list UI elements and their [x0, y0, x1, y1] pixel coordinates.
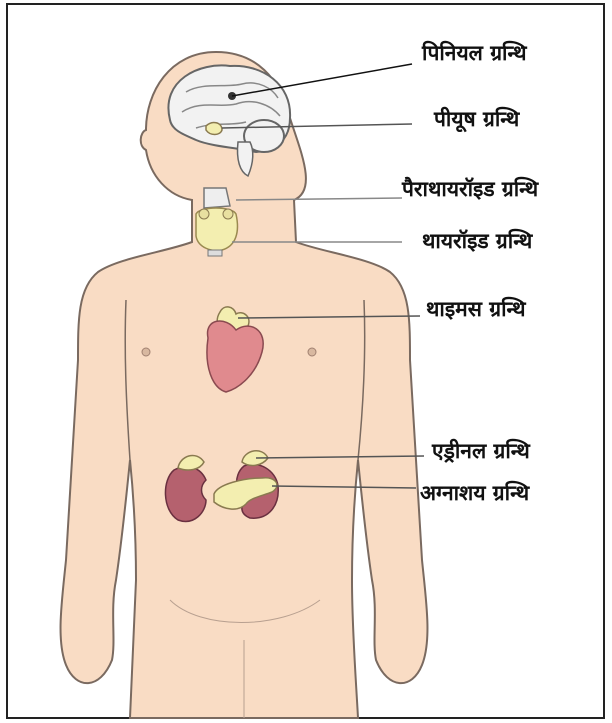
label-parathyroid: पैराथायरॉइड ग्रन्थि [401, 176, 540, 201]
label-adrenal: एड्रीनल ग्रन्थि [431, 438, 531, 463]
label-pineal: पिनियल ग्रन्थि [421, 40, 528, 65]
parathyroid-gland [199, 209, 209, 219]
left-nipple [142, 348, 150, 356]
left-kidney [165, 467, 206, 522]
pituitary-gland [206, 123, 222, 135]
label-thyroid: थायरॉइड ग्रन्थि [422, 228, 534, 253]
right-nipple [308, 348, 316, 356]
larynx [204, 188, 230, 208]
trachea [208, 250, 222, 256]
label-pituitary: पीयूष ग्रन्थि [433, 106, 521, 133]
label-thymus: थाइमस ग्रन्थि [426, 296, 527, 321]
label-pancreas: अग्नाशय ग्रन्थि [420, 480, 531, 505]
parathyroid-gland [223, 209, 233, 219]
